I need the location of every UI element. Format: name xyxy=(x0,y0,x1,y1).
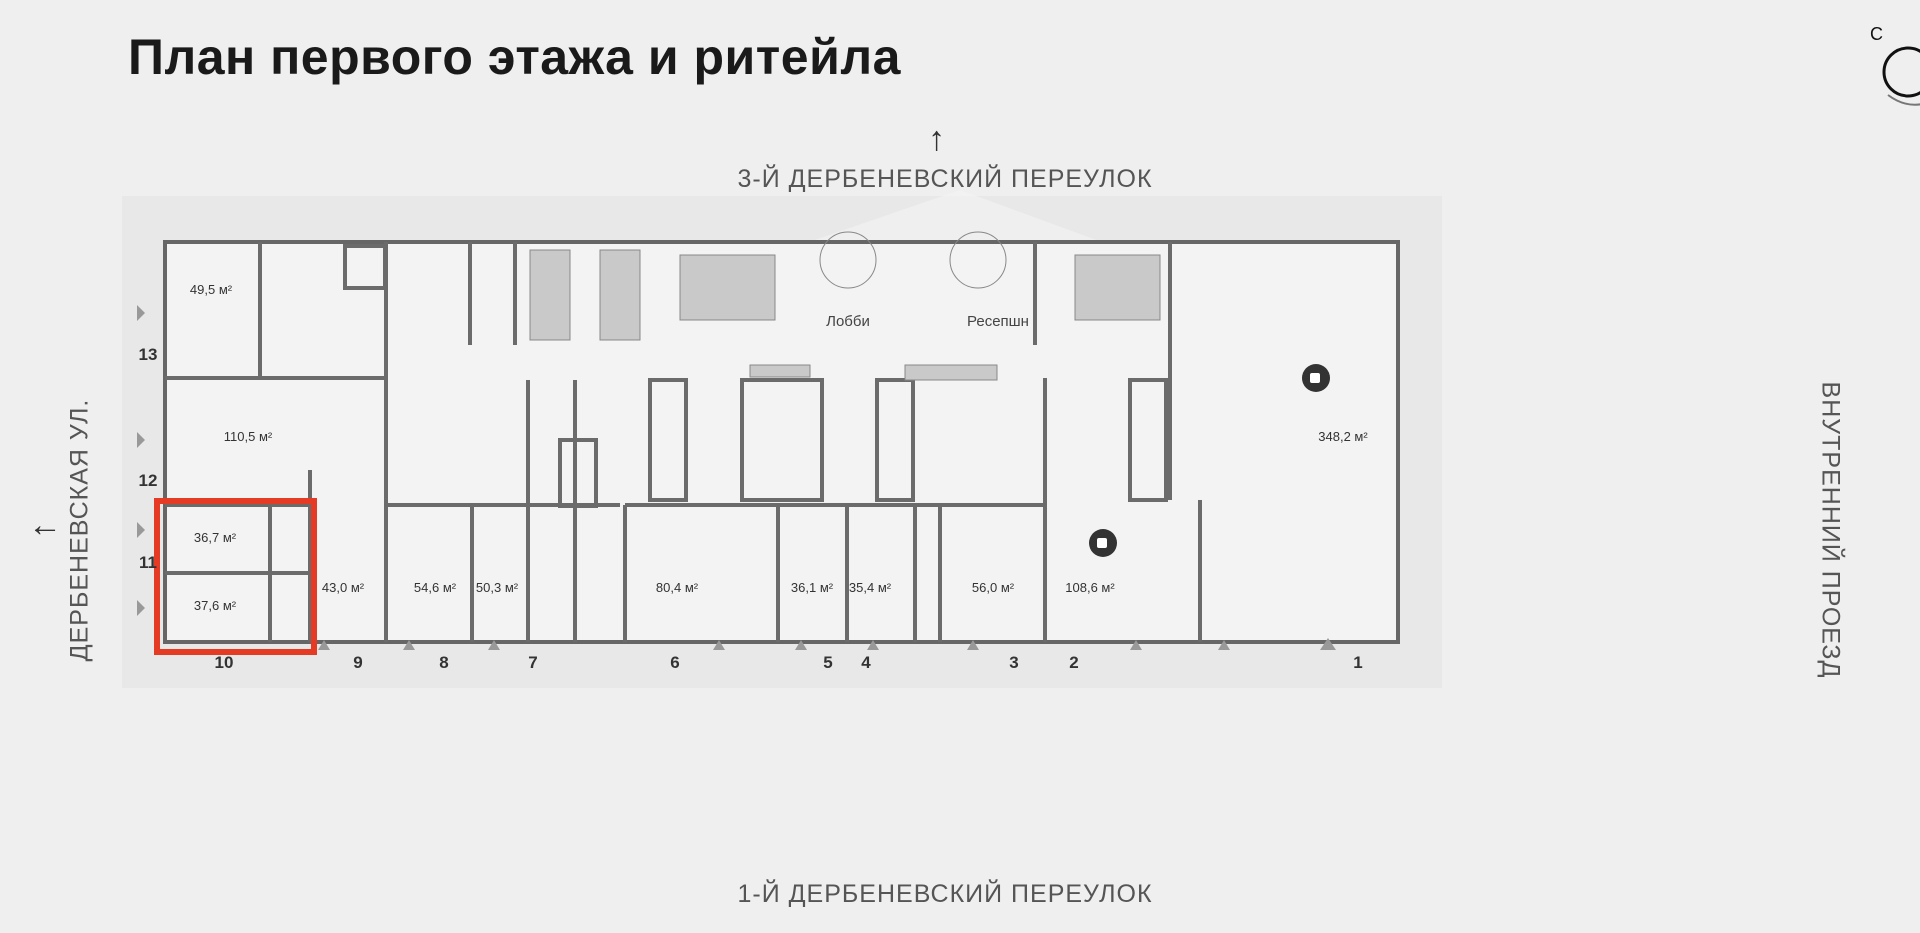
area-label: 54,6 м² xyxy=(414,580,457,595)
street-bottom: 1-Й ДЕРБЕНЕВСКИЙ ПЕРЕУЛОК xyxy=(737,880,1153,908)
area-label: 35,4 м² xyxy=(849,580,892,595)
area-label: 108,6 м² xyxy=(1065,580,1115,595)
area-label: 348,2 м² xyxy=(1318,429,1368,444)
area-label: 43,0 м² xyxy=(322,580,365,595)
area-label: 36,1 м² xyxy=(791,580,834,595)
area-label: 110,5 м² xyxy=(224,429,273,444)
street-top: 3-Й ДЕРБЕНЕВСКИЙ ПЕРЕУЛОК xyxy=(737,165,1153,193)
unit-number[interactable]: 1 xyxy=(1353,653,1362,672)
area-label: 37,6 м² xyxy=(194,598,237,613)
reception-label: Ресепшн xyxy=(967,313,1029,330)
entrance-markers xyxy=(137,305,1336,650)
area-label: 36,7 м² xyxy=(194,530,237,545)
compass-north-label: С xyxy=(1870,24,1883,44)
coffee-cup-icon xyxy=(1302,364,1330,392)
unit-number[interactable]: 7 xyxy=(528,653,537,672)
compass[interactable]: С xyxy=(1860,10,1920,110)
selected-units-highlight[interactable] xyxy=(154,498,317,655)
area-label: 56,0 м² xyxy=(972,580,1015,595)
area-labels: 49,5 м² 110,5 м² 36,7 м² 37,6 м² 43,0 м²… xyxy=(190,282,1368,613)
arrow-left-icon: ← xyxy=(28,506,62,544)
unit-number[interactable]: 2 xyxy=(1069,653,1078,672)
unit-number[interactable]: 5 xyxy=(823,653,832,672)
unit-number[interactable]: 9 xyxy=(353,653,362,672)
unit-number[interactable]: 8 xyxy=(439,653,448,672)
arrow-up-icon: ↑ xyxy=(928,120,945,158)
unit-number[interactable]: 10 xyxy=(215,653,234,672)
lobby-label: Лобби xyxy=(826,313,870,330)
page-title: План первого этажа и ритейла xyxy=(128,29,901,85)
area-label: 49,5 м² xyxy=(190,282,233,297)
unit-number[interactable]: 3 xyxy=(1009,653,1018,672)
area-label: 50,3 м² xyxy=(476,580,519,595)
unit-number[interactable]: 11 xyxy=(139,553,157,572)
compass-rotate-icon: С xyxy=(1870,24,1920,106)
furniture xyxy=(529,231,1161,381)
coffee-cup-icon xyxy=(1089,529,1117,557)
unit-numbers: 13 12 11 10 9 8 7 6 5 4 3 2 1 xyxy=(139,345,1363,672)
area-label: 80,4 м² xyxy=(656,580,699,595)
unit-number[interactable]: 4 xyxy=(861,653,871,672)
walls xyxy=(165,242,1202,642)
unit-number[interactable]: 12 xyxy=(139,471,158,490)
unit-number[interactable]: 6 xyxy=(670,653,679,672)
building-outline xyxy=(163,240,1400,644)
unit-number[interactable]: 13 xyxy=(139,345,158,364)
